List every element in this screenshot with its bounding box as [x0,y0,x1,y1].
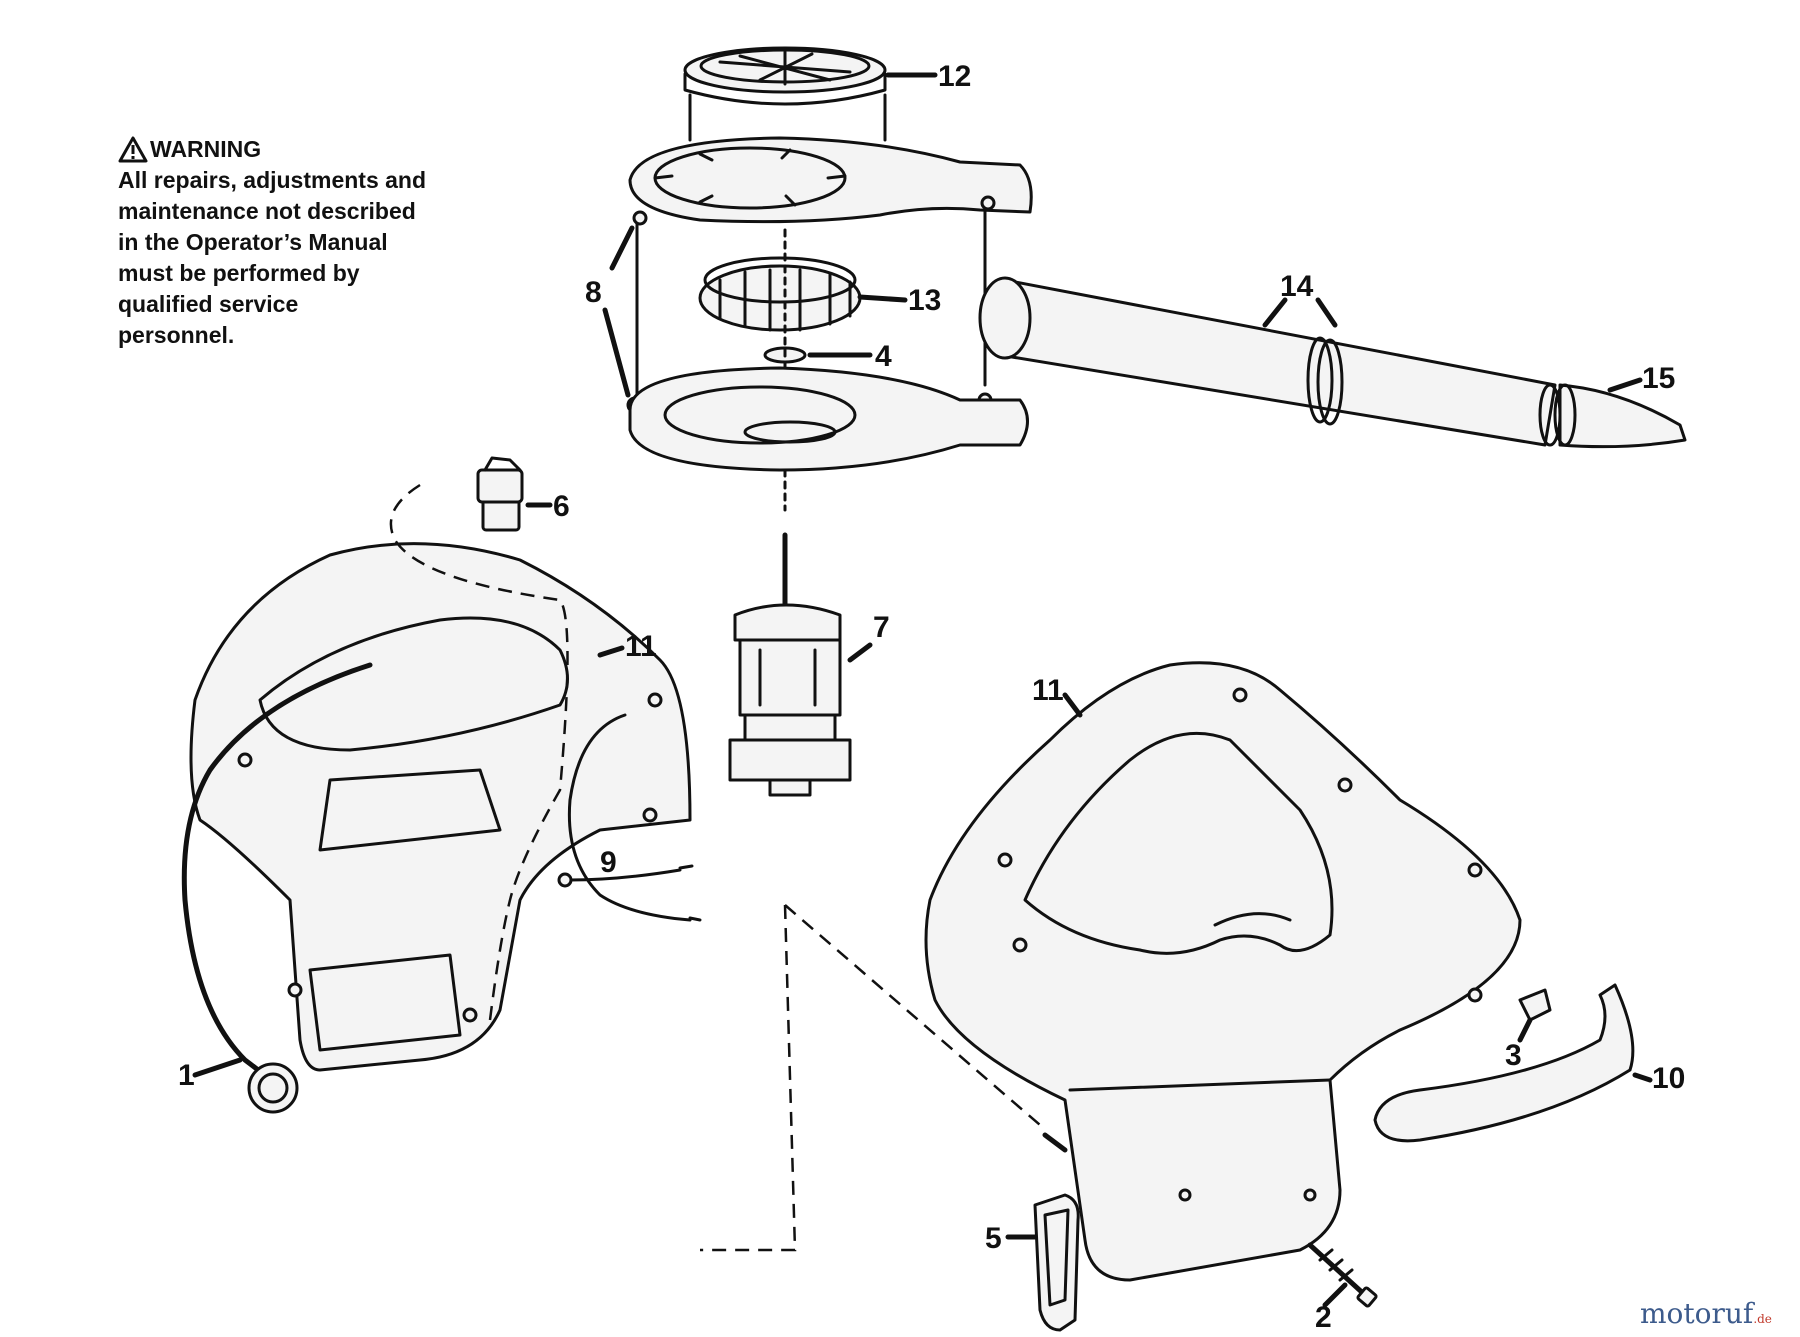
part-11-right-housing [924,661,1522,1282]
warning-line-4: must be performed by [118,260,360,286]
callout-11-left: 11 [625,630,657,663]
part-3-clip [1518,988,1552,1022]
warning-line-3: in the Operator’s Manual [118,229,388,255]
part-5-bracket [1033,1193,1080,1332]
callout-4: 4 [875,340,892,373]
watermark-text: motoruf [1640,1297,1754,1330]
callout-7: 7 [873,611,890,644]
part-14-blower-tube [978,276,1562,447]
callout-8: 8 [585,276,602,309]
warning-line-6: personnel. [118,322,235,348]
warning-title-row: WARNING [118,134,518,165]
part-13-impeller [698,256,862,332]
warning-line-1: All repairs, adjustments and [118,167,427,193]
watermark-suffix: .de [1753,1312,1772,1326]
part-12-intake-cover [683,46,887,142]
upper-housing-half [628,136,1033,402]
callout-2: 2 [1315,1301,1332,1334]
callout-3: 3 [1505,1039,1522,1072]
callout-12: 12 [938,60,971,93]
part-2-screw [1307,1242,1378,1308]
part-1-power-cord [181,662,373,1114]
part-9-wire-harness [557,713,702,922]
callout-10: 10 [1652,1062,1685,1095]
callout-9: 9 [600,846,617,879]
part-6-switch [476,456,524,532]
part-7-motor [728,532,852,797]
lower-housing-half [628,366,1029,472]
warning-line-5: qualified service [118,291,299,317]
callout-5: 5 [985,1222,1002,1255]
warning-triangle-icon [118,136,148,163]
alignment-line [700,904,1041,1252]
part-15-nozzle [1553,383,1687,449]
callout-11-right: 11 [1032,674,1064,707]
warning-notice: WARNING All repairs, adjustments and mai… [118,134,518,351]
part-11-left-housing [189,483,692,1072]
callout-1: 1 [178,1059,195,1092]
leader-lines [192,72,1653,1308]
warning-title: WARNING [150,136,262,162]
warning-line-2: maintenance not described [118,198,416,224]
watermark-logo: motoruf.de [1640,1297,1772,1330]
part-10-strap [1373,983,1635,1143]
callout-14: 14 [1280,270,1314,303]
callout-15: 15 [1642,362,1675,395]
callout-13: 13 [908,284,941,317]
callout-6: 6 [553,490,570,523]
